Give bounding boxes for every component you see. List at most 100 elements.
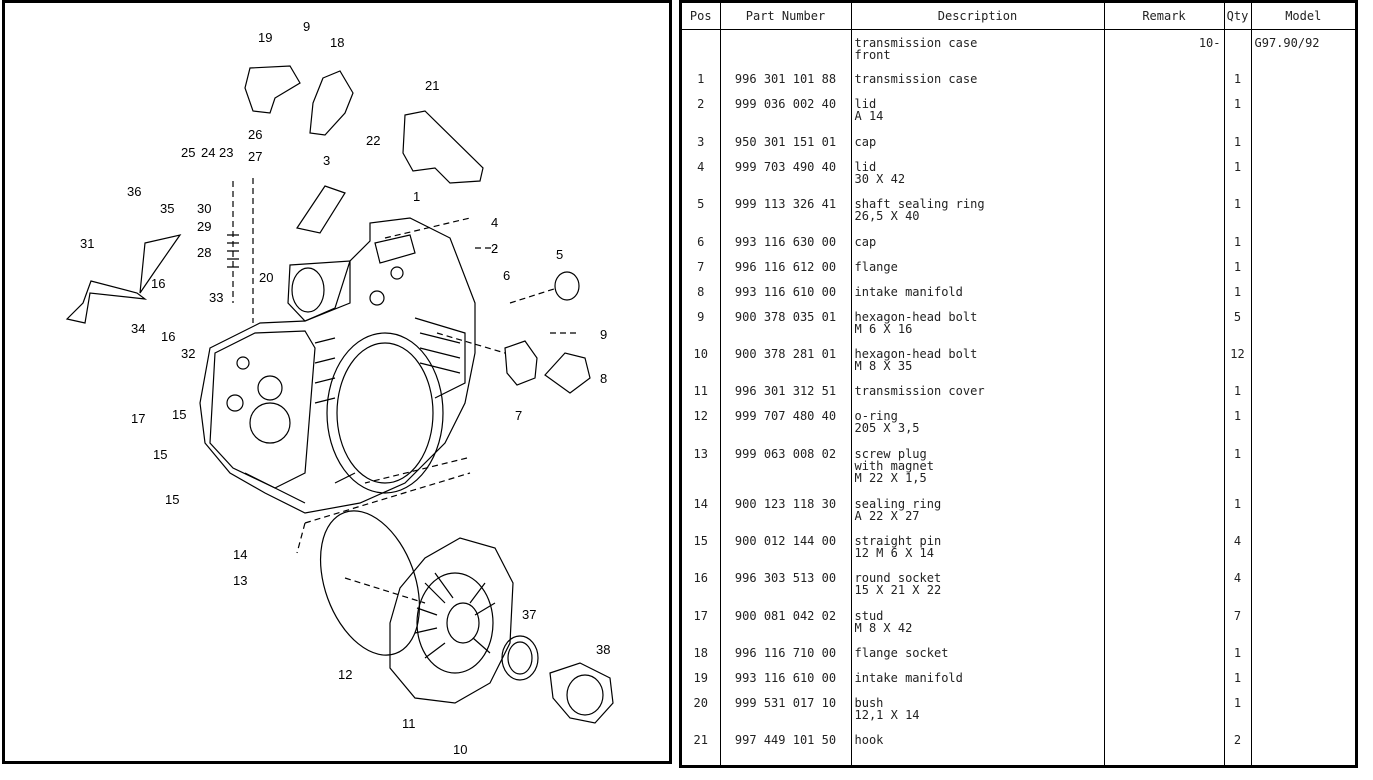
cell-pos: 12	[682, 403, 721, 442]
cell-remark	[1104, 528, 1225, 566]
callout-label: 2	[491, 241, 498, 256]
cell-remark	[1104, 91, 1225, 130]
flange-socket-drawing	[309, 70, 354, 136]
cell-model	[1251, 280, 1355, 305]
cell-description: screw plug with magnet M 22 X 1,5	[851, 441, 1105, 492]
cell-model	[1251, 442, 1355, 492]
table-header-row: Pos Part Number Description Remark Qty M…	[682, 3, 1355, 30]
cell-pos: 8	[682, 279, 721, 305]
empty-cell	[720, 752, 852, 765]
cell-part-number: 900 378 281 01	[720, 341, 852, 379]
column-header-model[interactable]: Model	[1251, 3, 1355, 30]
intake-manifold-drawing	[244, 65, 301, 114]
cell-part-number: 999 707 480 40	[720, 403, 852, 442]
cell-qty: 4	[1224, 528, 1252, 566]
output-flange-drawing	[501, 635, 614, 724]
cell-qty: 1	[1224, 129, 1252, 155]
cell-remark	[1104, 565, 1225, 604]
cell-pos: 4	[682, 154, 721, 192]
callout-label: 1	[413, 189, 420, 204]
callout-label: 15	[153, 447, 167, 462]
column-header-qty[interactable]: Qty	[1224, 3, 1252, 30]
callout-label: 24	[201, 145, 215, 160]
cell-description: hook	[851, 727, 1105, 753]
cell-description: transmission cover	[851, 378, 1105, 404]
cell-remark: 10-	[1104, 29, 1225, 67]
cell-qty: 1	[1224, 665, 1252, 691]
cell-remark	[1104, 603, 1225, 641]
cell-pos	[682, 29, 721, 67]
column-header-pos[interactable]: Pos	[682, 3, 721, 30]
cell-pos: 10	[682, 341, 721, 379]
cell-part-number: 900 378 035 01	[720, 304, 852, 342]
intake-manifold-8-drawing	[544, 352, 591, 394]
cap-drawing	[296, 185, 346, 234]
cell-pos: 5	[682, 191, 721, 230]
callout-label: 6	[503, 268, 510, 283]
cell-pos: 16	[682, 565, 721, 604]
cell-pos: 13	[682, 441, 721, 492]
cell-remark	[1104, 665, 1225, 691]
shift-lever-drawing	[65, 280, 148, 324]
cell-qty: 1	[1224, 154, 1252, 192]
cell-pos: 7	[682, 254, 721, 280]
cell-qty: 7	[1224, 603, 1252, 641]
parts-table: Pos Part Number Description Remark Qty M…	[682, 3, 1355, 765]
cell-description: shaft sealing ring 26,5 X 40	[851, 191, 1105, 230]
cell-pos: 9	[682, 304, 721, 342]
cell-description: hexagon-head bolt M 6 X 16	[851, 304, 1105, 342]
column-header-description[interactable]: Description	[851, 3, 1105, 30]
callout-label: 20	[259, 270, 273, 285]
cell-model	[1251, 230, 1355, 255]
column-header-part-number[interactable]: Part Number	[720, 3, 852, 30]
column-header-remark[interactable]: Remark	[1104, 3, 1225, 30]
callout-label: 16	[151, 276, 165, 291]
cell-remark	[1104, 254, 1225, 280]
callout-label: 30	[197, 201, 211, 216]
cell-pos: 20	[682, 690, 721, 728]
cell-remark	[1104, 154, 1225, 192]
cell-model	[1251, 92, 1355, 130]
cell-part-number: 996 303 513 00	[720, 565, 852, 604]
callout-label: 8	[600, 371, 607, 386]
cell-qty: 5	[1224, 304, 1252, 342]
cell-part-number: 996 116 612 00	[720, 254, 852, 280]
cell-pos: 6	[682, 229, 721, 255]
callout-label: 22	[366, 133, 380, 148]
cell-part-number: 900 081 042 02	[720, 603, 852, 641]
exploded-diagram-panel: 1 2 3 4 5 6 7 8 9 9 10 11 12 13 14 15 15…	[2, 0, 672, 764]
cell-qty: 1	[1224, 378, 1252, 404]
callout-label: 28	[197, 245, 211, 260]
callout-label: 35	[160, 201, 174, 216]
transmission-cover-drawing	[389, 537, 514, 704]
callout-label: 37	[522, 607, 536, 622]
cell-model: G97.90/92	[1254, 36, 1320, 50]
callout-label: 31	[80, 236, 94, 251]
cell-remark	[1104, 690, 1225, 728]
empty-cell	[851, 752, 1105, 765]
cell-pos: 14	[682, 491, 721, 529]
